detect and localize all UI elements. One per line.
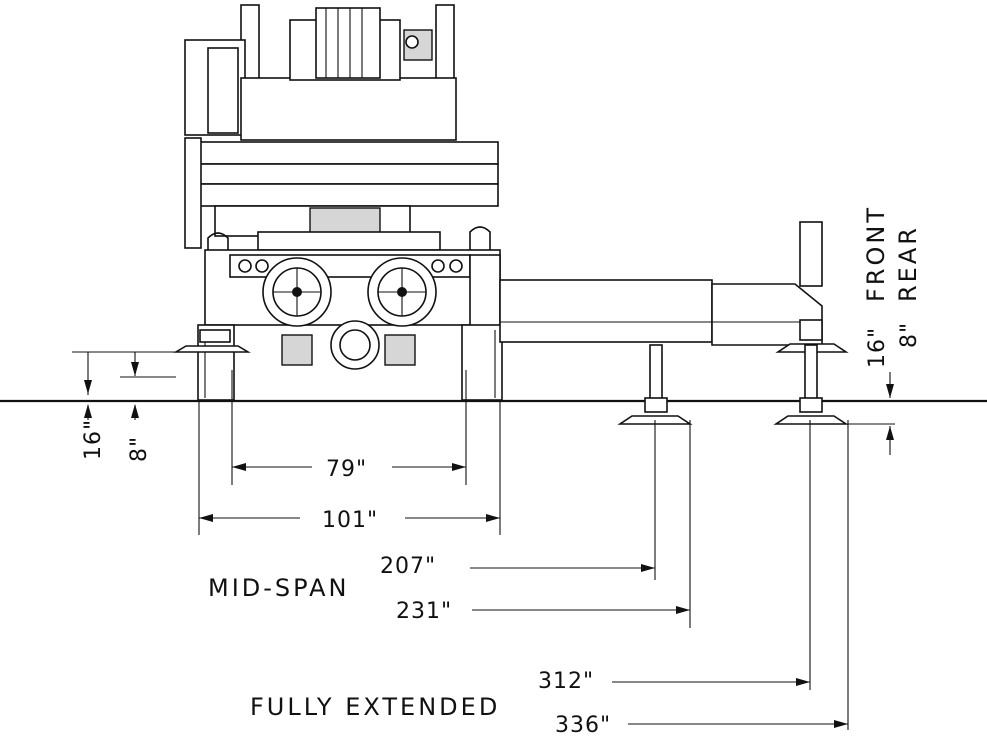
right-height-dimensions [846, 372, 895, 455]
dim-79: 79" [326, 457, 367, 482]
outrigger-beam [499, 221, 849, 425]
mid-span-231: 231" [396, 599, 452, 624]
side-label-front: FRONT [862, 205, 890, 302]
side-label-rear: REAR [894, 225, 922, 302]
mid-span-207: 207" [380, 554, 436, 579]
left-dim-8: 8" [127, 436, 152, 462]
mid-span-label: MID-SPAN [208, 574, 349, 602]
fully-extended-336: 336" [555, 713, 611, 738]
width-dimensions [198, 370, 501, 535]
fully-extended-dimensions [612, 420, 849, 730]
fully-extended-label: FULLY EXTENDED [250, 693, 500, 721]
fully-extended-312: 312" [538, 669, 594, 694]
side-dim-8: 8" [897, 322, 922, 348]
dim-101: 101" [322, 508, 378, 533]
side-dim-16: 16" [865, 327, 890, 368]
left-dim-16: 16" [81, 419, 106, 460]
left-height-dimensions [72, 351, 176, 420]
mid-span-dimensions [470, 420, 691, 628]
machine-body [173, 4, 503, 401]
